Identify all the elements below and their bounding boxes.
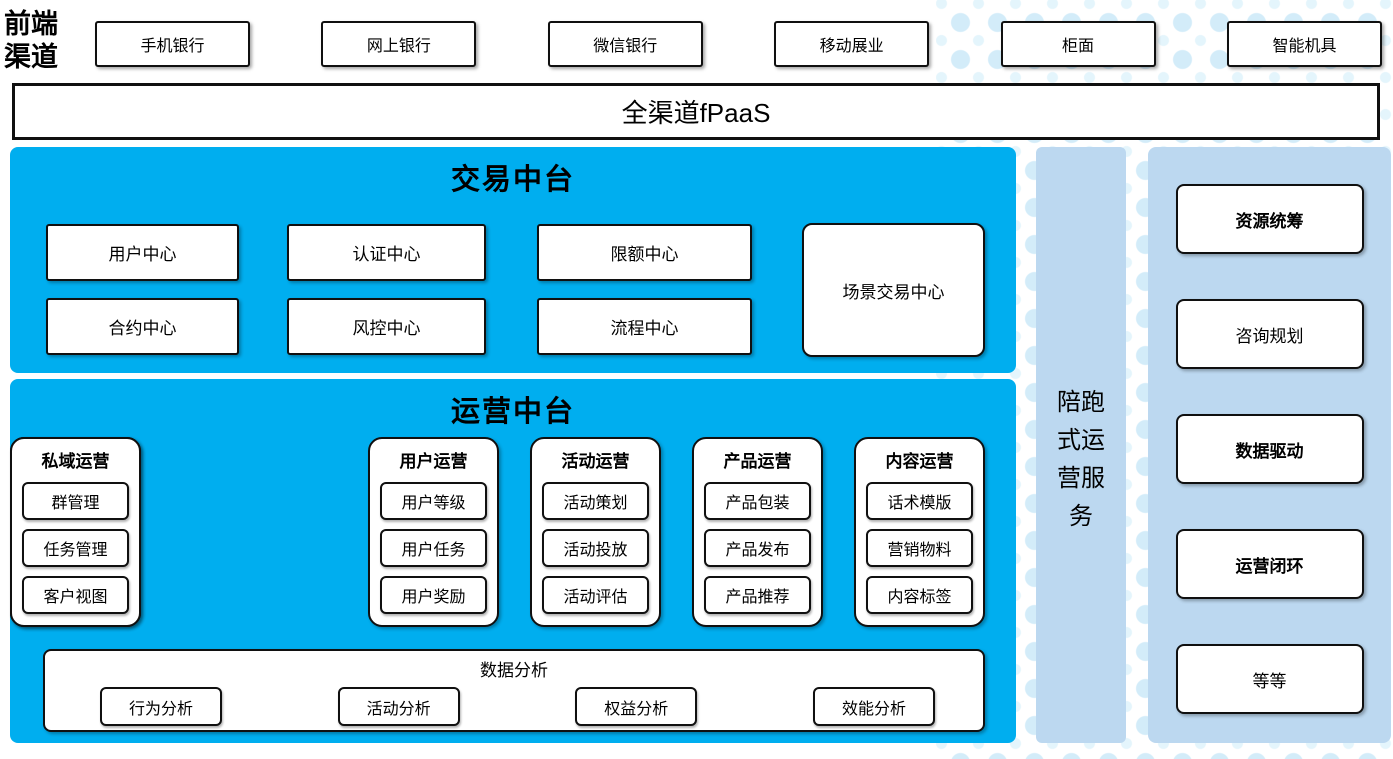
trade-center-box: 限额中心: [537, 224, 752, 281]
ops-item-box: 产品推荐: [704, 576, 811, 614]
ops-column: 用户运营用户等级用户任务用户奖励: [368, 437, 499, 627]
channel-box: 微信银行: [547, 21, 703, 67]
ops-item-box: 产品包装: [704, 482, 811, 520]
ops-item-box: 产品发布: [704, 529, 811, 567]
trade-center-box: 风控中心: [287, 298, 486, 355]
ops-item-box: 话术模版: [866, 482, 973, 520]
data-analysis-items: 行为分析 活动分析 权益分析 效能分析: [45, 681, 983, 726]
channel-box: 柜面: [1000, 21, 1156, 67]
service-item-box: 资源统筹: [1175, 184, 1364, 254]
ops-item-box: 任务管理: [22, 529, 129, 567]
analysis-item-box: 行为分析: [100, 687, 222, 726]
trade-center-box: 认证中心: [287, 224, 486, 281]
analysis-item-box: 权益分析: [575, 687, 698, 726]
side-service-strip: 陪跑式运营服务: [1036, 147, 1126, 743]
trade-platform-panel: 交易中台 用户中心认证中心限额中心合约中心风控中心流程中心 场景交易中心: [10, 147, 1016, 373]
service-items-panel: 资源统筹咨询规划数据驱动运营闭环等等: [1148, 147, 1391, 743]
front-channel-row: 手机银行 网上银行 微信银行 移动展业 柜面 智能机具: [95, 21, 1382, 67]
ops-column: 活动运营活动策划活动投放活动评估: [530, 437, 661, 627]
analysis-item-box: 活动分析: [337, 687, 460, 726]
ops-item-box: 营销物料: [866, 529, 973, 567]
trade-platform-title: 交易中台: [450, 164, 575, 196]
ops-column-title: 活动运营: [561, 452, 630, 471]
scene-trade-center-box: 场景交易中心: [802, 223, 985, 357]
channel-box: 移动展业: [774, 21, 930, 67]
trade-center-box: 用户中心: [46, 224, 239, 281]
side-service-label: 陪跑式运营服务: [1057, 389, 1105, 530]
channel-box: 手机银行: [95, 21, 250, 67]
ops-platform-panel: 运营中台 数据分析 行为分析活动分析权益分析效能分析 用户运营用户等级用户任务用…: [10, 379, 1016, 743]
ops-column-title: 用户运营: [399, 452, 468, 471]
fpaas-label: 全渠道fPaaS: [621, 98, 771, 128]
ops-item-box: 客户视图: [22, 576, 129, 614]
trade-center-box: 流程中心: [537, 298, 752, 355]
trade-center-box: 合约中心: [46, 298, 239, 355]
ops-column-title: 私域运营: [41, 452, 110, 471]
ops-column-title: 内容运营: [885, 452, 954, 471]
ops-item-box: 活动投放: [542, 529, 649, 567]
front-channel-label: 前端渠道: [4, 9, 58, 72]
ops-item-box: 活动评估: [542, 576, 649, 614]
channel-box: 网上银行: [321, 21, 477, 67]
fpaas-bar: 全渠道fPaaS: [12, 83, 1380, 140]
service-item-box: 数据驱动: [1175, 414, 1364, 484]
data-analysis-box: 数据分析 行为分析 活动分析 权益分析 效能分析: [43, 649, 985, 732]
service-item-box: 运营闭环: [1175, 529, 1364, 599]
ops-column-title: 产品运营: [723, 452, 792, 471]
ops-item-box: 群管理: [22, 482, 129, 520]
service-item-box: 咨询规划: [1175, 299, 1364, 369]
ops-platform-title: 运营中台: [450, 396, 575, 428]
ops-item-box: 用户奖励: [380, 576, 487, 614]
channel-box: 智能机具: [1226, 21, 1382, 67]
ops-column: 产品运营产品包装产品发布产品推荐: [692, 437, 823, 627]
ops-item-box: 内容标签: [866, 576, 973, 614]
service-item-box: 等等: [1175, 644, 1364, 714]
ops-column: 内容运营话术模版营销物料内容标签: [854, 437, 985, 627]
ops-item-box: 活动策划: [542, 482, 649, 520]
ops-column: 私域运营群管理任务管理客户视图: [10, 437, 141, 627]
ops-item-box: 用户等级: [380, 482, 487, 520]
ops-item-box: 用户任务: [380, 529, 487, 567]
analysis-item-box: 效能分析: [812, 687, 935, 726]
data-analysis-title: 数据分析: [480, 661, 548, 680]
